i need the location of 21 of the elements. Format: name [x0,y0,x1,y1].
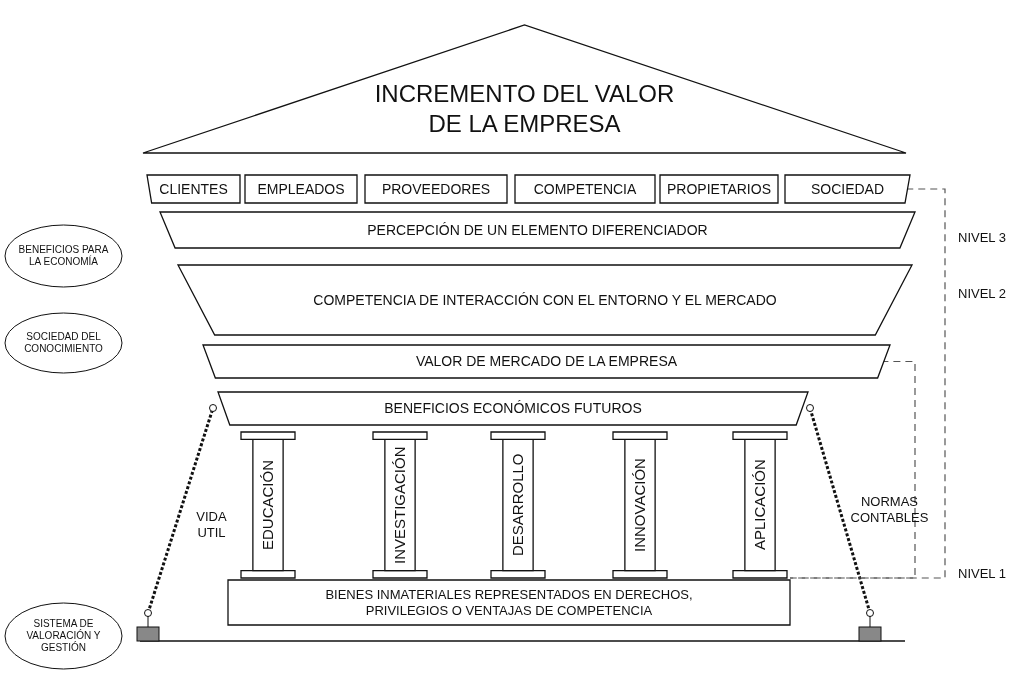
side-label: NORMAS CONTABLES [849,494,930,527]
stakeholder-box: PROPIETARIOS [660,175,778,203]
side-label: NIVEL 2 [957,286,1007,303]
trapezoid-band: COMPETENCIA DE INTERACCIÓN CON EL ENTORNO Y EL MERCADO [178,265,912,335]
stakeholder-box: COMPETENCIA [515,175,655,203]
stakeholder-box: SOCIEDAD [785,175,910,203]
side-label: VIDA UTIL [195,509,228,542]
roof-triangle: INCREMENTO DEL VALOR DE LA EMPRESA [143,25,906,153]
beam-band: BENEFICIOS ECONÓMICOS FUTUROS [218,392,808,425]
base-slab: BIENES INMATERIALES REPRESENTADOS EN DERECHOS, PRIVILEGIOS O VENTAJAS DE COMPETENCIA [228,580,790,625]
trapezoid-band: PERCEPCIÓN DE UN ELEMENTO DIFERENCIADOR [160,212,915,248]
stakeholder-box: CLIENTES [147,175,240,203]
trapezoid-band: VALOR DE MERCADO DE LA EMPRESA [203,345,890,378]
connector-line [789,360,916,579]
ellipse-label: SOCIEDAD DEL CONOCIMIENTO [5,313,122,373]
side-label: NIVEL 3 [957,230,1007,247]
side-label: NIVEL 1 [957,566,1007,583]
ellipse-label: BENEFICIOS PARA LA ECONOMÍA [5,225,122,287]
stakeholder-box: EMPLEADOS [245,175,357,203]
stakeholder-box: PROVEEDORES [365,175,507,203]
ellipse-label: SISTEMA DE VALORACIÓN Y GESTIÓN [5,603,122,669]
